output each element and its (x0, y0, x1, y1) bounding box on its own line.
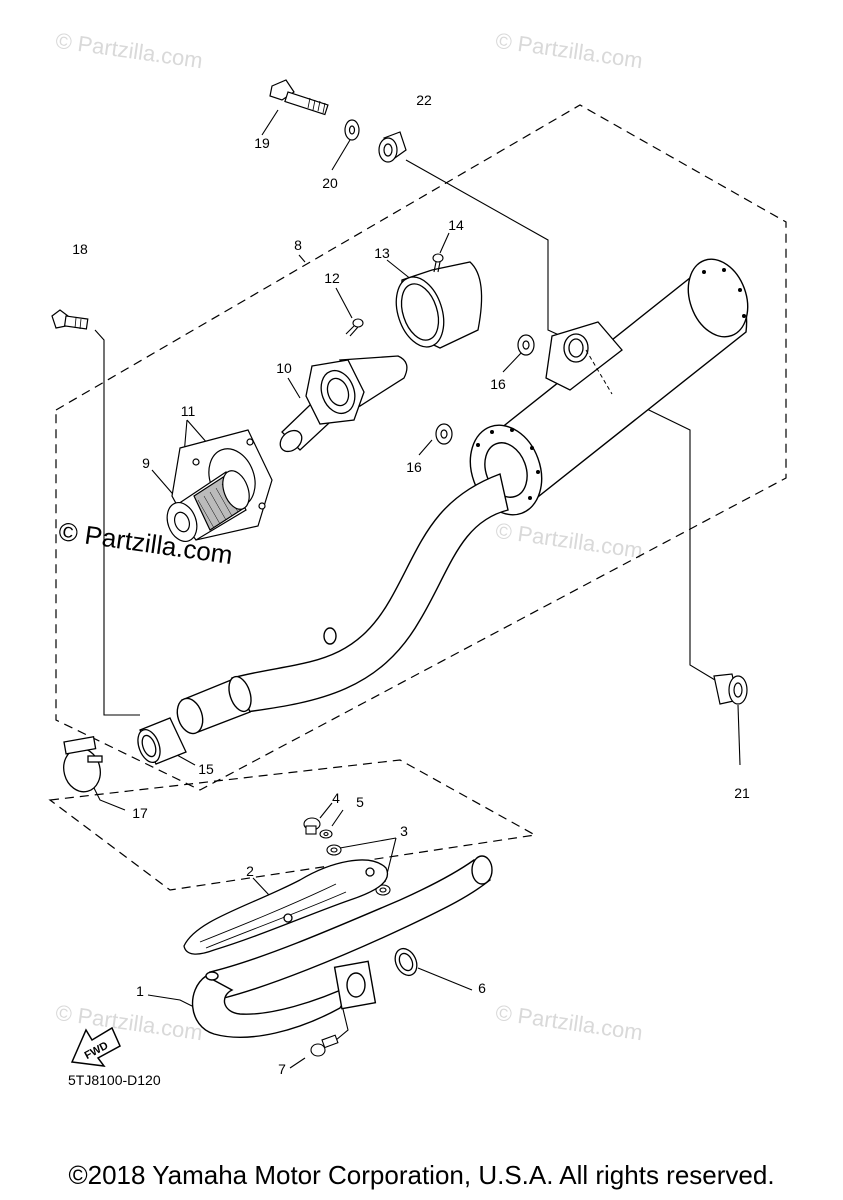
mount-guideline (585, 349, 613, 395)
callout-16: 16 (406, 459, 422, 475)
bolt-4 (303, 817, 321, 835)
leader-line (287, 377, 301, 399)
callout-14: 14 (448, 217, 464, 233)
callout-17: 17 (132, 805, 148, 821)
damper-16 (517, 334, 535, 356)
callout-16: 16 (490, 376, 506, 392)
leader-line (289, 1057, 306, 1069)
callout-2: 2 (246, 863, 254, 879)
callout-1: 1 (136, 983, 144, 999)
fwd-arrow-icon: FWD (70, 1026, 121, 1067)
callout-6: 6 (478, 980, 486, 996)
leader-line (439, 232, 450, 254)
leader-line (737, 704, 741, 766)
leader-line (335, 287, 353, 319)
muffler-bracket (545, 321, 623, 391)
inner-pipe-10 (279, 355, 408, 453)
heat-protector-2 (183, 859, 389, 955)
bolt-7 (310, 1034, 339, 1057)
callout-8: 8 (294, 237, 302, 253)
leader-line (261, 109, 279, 136)
copyright-notice: ©2018 Yamaha Motor Corporation, U.S.A. A… (68, 1160, 775, 1190)
screw-12 (345, 318, 364, 337)
leader-line (386, 259, 413, 281)
leader-line (339, 837, 397, 849)
exhaust-pipe-1 (191, 855, 493, 1038)
leader-line (94, 329, 140, 716)
leader-line (331, 139, 351, 171)
callout-21: 21 (734, 785, 750, 801)
callout-7: 7 (278, 1061, 286, 1077)
leader-line (611, 391, 716, 681)
callout-15: 15 (198, 761, 214, 777)
spark-arrester-9 (166, 470, 250, 542)
leader-line (417, 967, 473, 991)
collar-3 (326, 844, 342, 856)
damper-16 (435, 423, 453, 445)
leader-line (298, 254, 306, 263)
screw-14 (432, 253, 444, 273)
leader-line (331, 809, 344, 827)
end-cap-13 (395, 261, 483, 349)
callout-5: 5 (356, 794, 364, 810)
callout-19: 19 (254, 135, 270, 151)
callout-13: 13 (374, 245, 390, 261)
leader-line (502, 351, 523, 373)
mid-pipe (176, 473, 509, 735)
callout-20: 20 (322, 175, 338, 191)
callout-9: 9 (142, 455, 150, 471)
leader-line (418, 439, 433, 456)
bolt-19 (269, 79, 329, 116)
damper-22 (378, 131, 407, 163)
leader-line (319, 802, 333, 819)
callout-10: 10 (276, 360, 292, 376)
callout-12: 12 (324, 270, 340, 286)
gasket-6 (394, 947, 418, 977)
joint-15 (137, 717, 187, 765)
callout-11: 11 (181, 403, 196, 419)
clamp-17 (63, 736, 103, 793)
washer-20 (344, 119, 360, 141)
callout-4: 4 (332, 790, 340, 806)
bolt-21 (713, 673, 748, 705)
bolt-18 (51, 309, 89, 330)
callout-18: 18 (72, 241, 88, 257)
callout-3: 3 (400, 823, 408, 839)
callout-22: 22 (416, 92, 432, 108)
diagram-code: 5TJ8100-D120 (68, 1072, 161, 1088)
collar-3 (375, 884, 391, 896)
washer-5 (319, 829, 333, 839)
muffler-assembly-outline (55, 104, 787, 791)
